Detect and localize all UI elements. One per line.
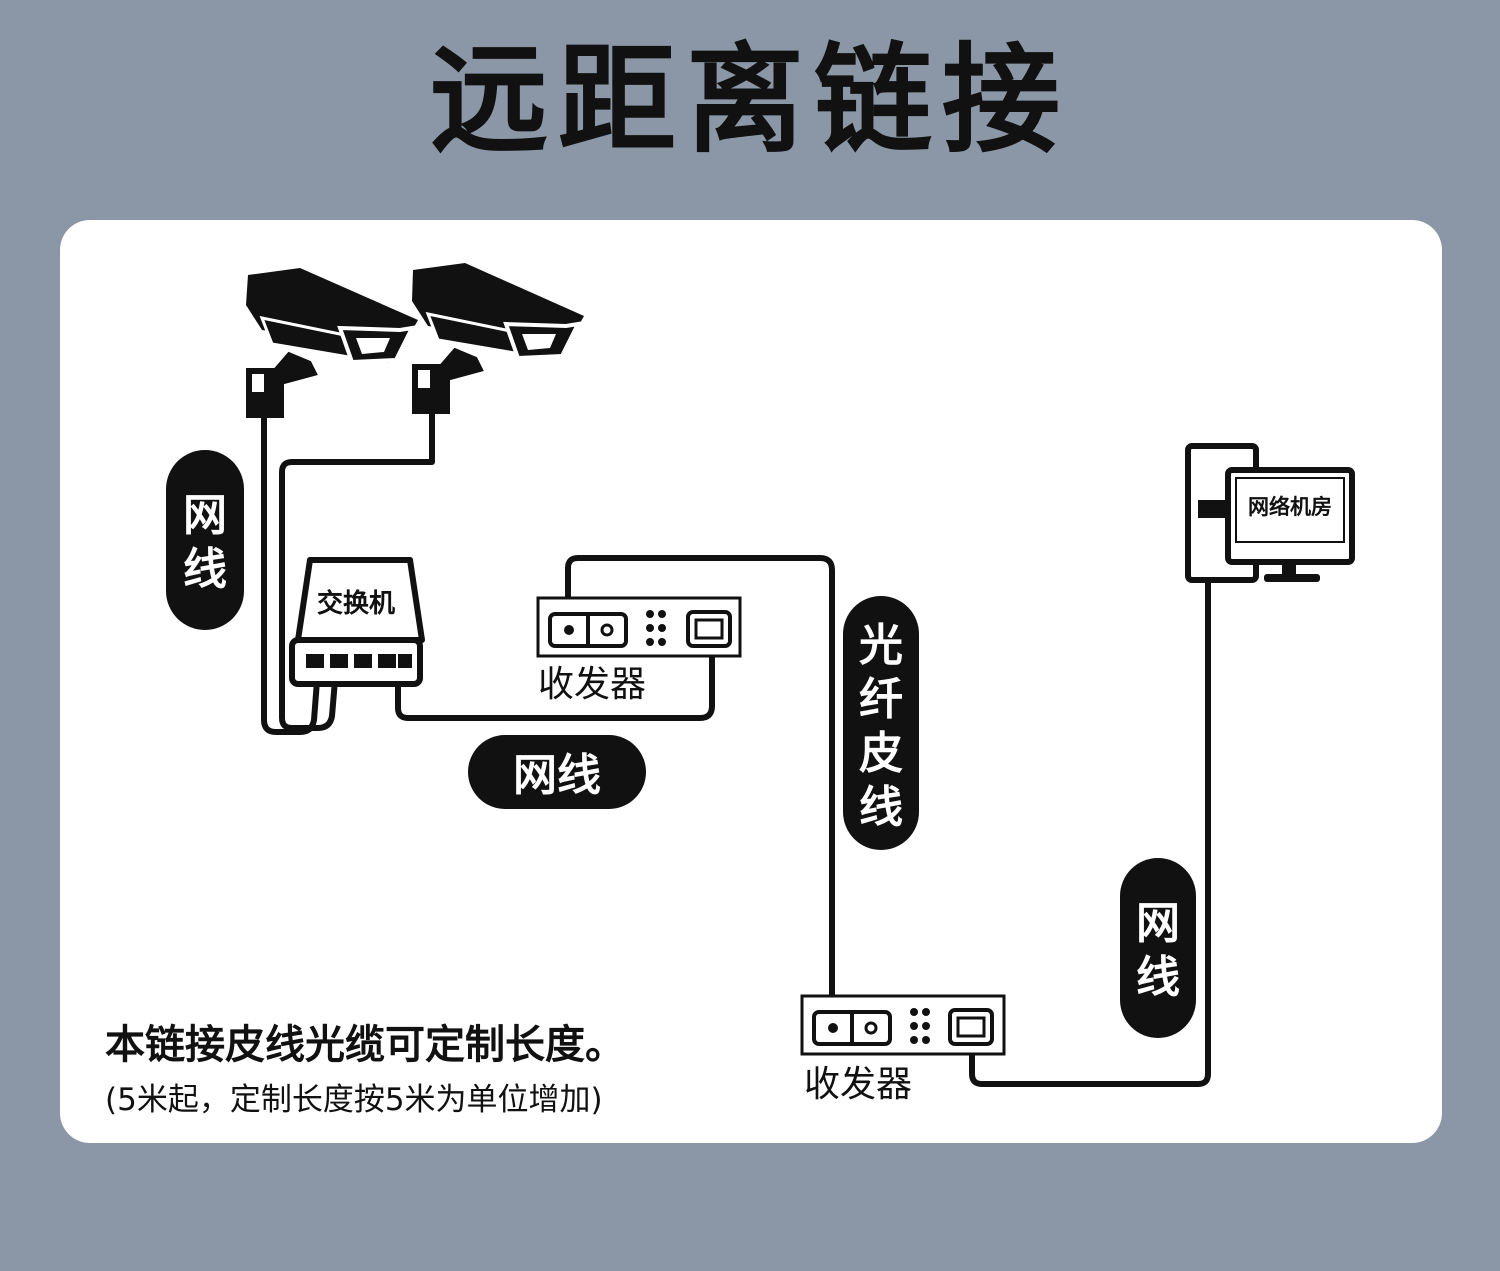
note-main: 本链接皮线光缆可定制长度。 <box>105 1022 625 1068</box>
pill-cable-left: 网线 <box>166 450 244 630</box>
transceiver-bottom-label: 收发器 <box>804 1064 912 1105</box>
note-sub: (5米起，定制长度按5米为单位增加) <box>105 1082 603 1118</box>
transceiver-top-label: 收发器 <box>538 664 646 705</box>
svg-text:网线: 网线 <box>1136 898 1180 1003</box>
pill-cable-mid: 网线 <box>468 735 646 809</box>
cable-switch-transceiver <box>395 627 715 721</box>
fiber-cable <box>565 555 835 1027</box>
transceiver-bottom-icon <box>800 994 1006 1056</box>
server-room-label: 网络机房 <box>1248 495 1332 519</box>
transceiver-top-icon <box>536 596 742 658</box>
cable-transceiver-computer <box>969 557 1211 1087</box>
pill-fiber: 光纤皮线 <box>843 596 919 850</box>
cable-camera2-switch <box>279 409 435 731</box>
page-title: 远距离链接 <box>429 31 1070 169</box>
svg-text:光纤皮线: 光纤皮线 <box>859 620 903 833</box>
pill-cable-mid-label: 网线 <box>513 750 601 801</box>
computer-icon <box>1185 443 1355 583</box>
cable-camera1-switch <box>261 412 321 735</box>
svg-text:网线: 网线 <box>183 490 227 595</box>
switch-icon <box>289 557 425 687</box>
camera-1-icon <box>246 268 418 418</box>
pill-cable-right: 网线 <box>1120 858 1196 1038</box>
switch-label: 交换机 <box>317 588 395 619</box>
cables <box>261 409 1211 1087</box>
camera-2-icon <box>412 263 584 414</box>
